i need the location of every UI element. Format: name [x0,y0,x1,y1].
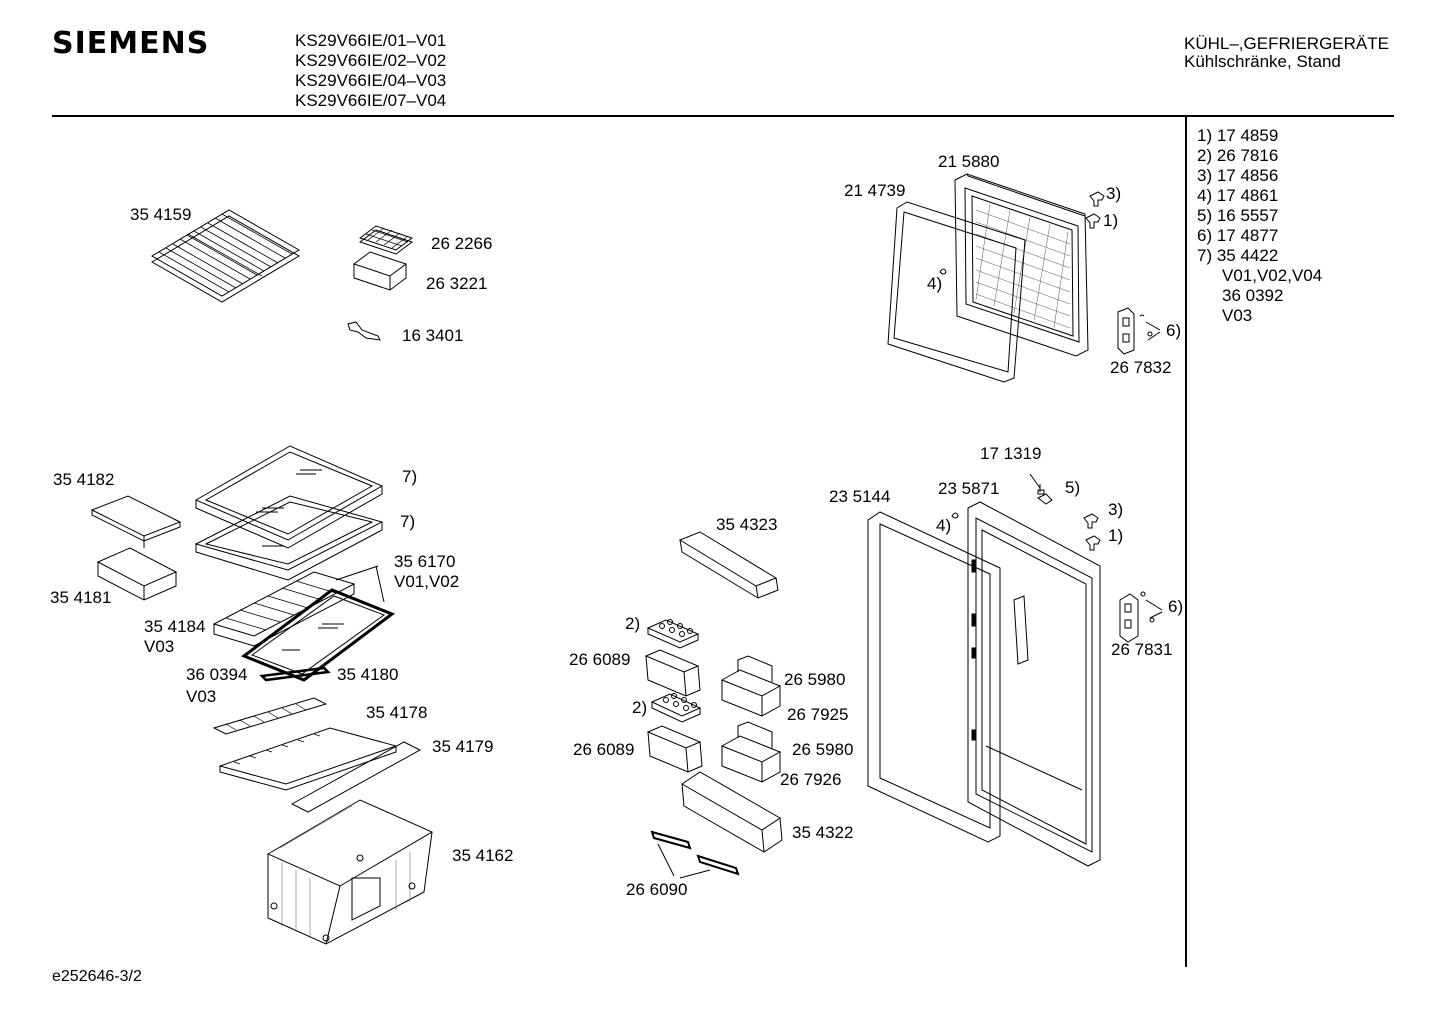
label-235871: 23 5871 [938,479,1000,498]
glass-shelf-upper-part [196,446,382,548]
shelf-clips-part [652,832,738,878]
model-3: KS29V66IE/04–V03 [295,71,447,90]
label-v01-v02: V01,V02 [394,572,460,591]
cover-plate-part [220,728,396,790]
label-shelf-7a: 7) [402,467,418,486]
glass-shelf-lower-part [196,496,382,580]
humidity-strip-part [262,668,328,680]
fridge-hinge-parts [952,474,1162,642]
drawing-id: e252646-3/2 [52,968,142,985]
label-171319: 17 1319 [980,444,1042,463]
freezer-gasket-part [888,202,1025,382]
label-egg-2b: 2) [632,698,648,717]
ice-tray-part [360,226,412,254]
legend-item: V03 [1222,306,1253,325]
label-door-5: 5) [1065,478,1081,497]
legend-item: V01,V02,V04 [1222,266,1323,285]
fridge-door-part [968,502,1100,866]
header-divider [52,115,1394,117]
legend-item: 3) 17 4856 [1197,166,1279,185]
door-shelf-lower-part [682,772,782,852]
label-266089a: 26 6089 [569,650,631,669]
egg-tray-upper-part [648,620,698,649]
category-line-1: KÜHL–,GEFRIERGERÄTE [1184,34,1389,53]
legend-item: 2) 26 7816 [1197,146,1279,165]
legend-item: 4) 17 4861 [1197,186,1279,205]
label-freezer-3: 3) [1106,184,1122,203]
model-list: KS29V66IE/01–V01 KS29V66IE/02–V02 KS29V6… [295,31,446,111]
label-266089b: 26 6089 [573,740,635,759]
label-door-1: 1) [1108,526,1124,545]
label-door-4: 4) [936,516,952,535]
legend-item: 36 0392 [1222,286,1284,305]
label-214739: 21 4739 [844,181,906,200]
label-267831: 26 7831 [1111,640,1173,659]
label-egg-2a: 2) [625,614,641,633]
door-shelf-upper-part [680,532,778,598]
model-1: KS29V66IE/01–V01 [295,31,447,50]
label-235144: 23 5144 [829,487,891,506]
label-v03b: V03 [186,687,217,706]
brand-logo: SIEMENS [52,26,210,61]
label-263221: 26 3221 [426,274,488,293]
label-freezer-6: 6) [1166,321,1182,340]
legend-item: 7) 35 4422 [1197,246,1279,265]
parts-legend: 1) 17 4859 2) 26 7816 3) 17 4856 4) 17 4… [1197,126,1322,326]
crisper-lid-part [214,698,326,734]
label-freezer-1: 1) [1103,211,1119,230]
label-shelf-7b: 7) [400,512,416,531]
label-354162: 35 4162 [452,846,514,865]
ice-box-part [354,252,406,290]
label-354159: 35 4159 [130,205,192,224]
door-bin-lower-part [648,726,702,772]
label-360394: 36 0394 [186,665,248,684]
freezer-door-part [955,174,1088,356]
label-215880: 21 5880 [938,152,1000,171]
crisper-lid-frame-part [214,572,354,646]
wire-shelf-part [152,210,299,302]
label-354180: 35 4180 [337,665,399,684]
label-354181: 35 4181 [50,588,112,607]
label-265980a: 26 5980 [784,670,846,689]
freezer-hinge-parts [940,192,1160,354]
cover-strip-part [292,742,420,812]
scraper-part [348,322,380,340]
label-354179: 35 4179 [432,737,494,756]
label-267832: 26 7832 [1110,358,1172,377]
legend-item: 5) 16 5557 [1197,206,1279,225]
label-266090: 26 6090 [626,880,688,899]
label-door-3: 3) [1108,500,1124,519]
label-354323: 35 4323 [716,515,778,534]
fridge-gasket-part [868,512,1000,842]
crisper-glass-plate-part [244,566,392,680]
model-4: KS29V66IE/07–V04 [295,91,447,110]
drawer-part [98,548,176,600]
label-163401: 16 3401 [402,326,464,345]
label-265980b: 26 5980 [792,740,854,759]
crisper-box-part [268,800,432,944]
door-bin-upper-part [646,650,700,696]
category: KÜHL–,GEFRIERGERÄTE Kühlschränke, Stand [1184,35,1389,71]
label-354184: 35 4184 [144,617,206,636]
label-354182: 35 4182 [53,470,115,489]
label-v03a: V03 [144,637,175,656]
drawer-frame-part [92,496,180,548]
label-262266: 26 2266 [431,234,493,253]
category-line-2: Kühlschränke, Stand [1184,52,1341,71]
label-267926: 26 7926 [780,770,842,789]
egg-tray-lower-part [652,694,700,723]
label-354178: 35 4178 [366,703,428,722]
label-door-6: 6) [1168,597,1184,616]
butter-box-lower-part [722,722,780,782]
label-356170: 35 6170 [394,552,456,571]
legend-item: 6) 17 4877 [1197,226,1279,245]
label-freezer-4: 4) [927,274,943,293]
butter-box-upper-part [722,656,780,716]
label-267925: 26 7925 [787,705,849,724]
label-354322: 35 4322 [792,823,854,842]
legend-divider [1185,117,1187,967]
legend-item: 1) 17 4859 [1197,126,1279,145]
model-2: KS29V66IE/02–V02 [295,51,447,70]
